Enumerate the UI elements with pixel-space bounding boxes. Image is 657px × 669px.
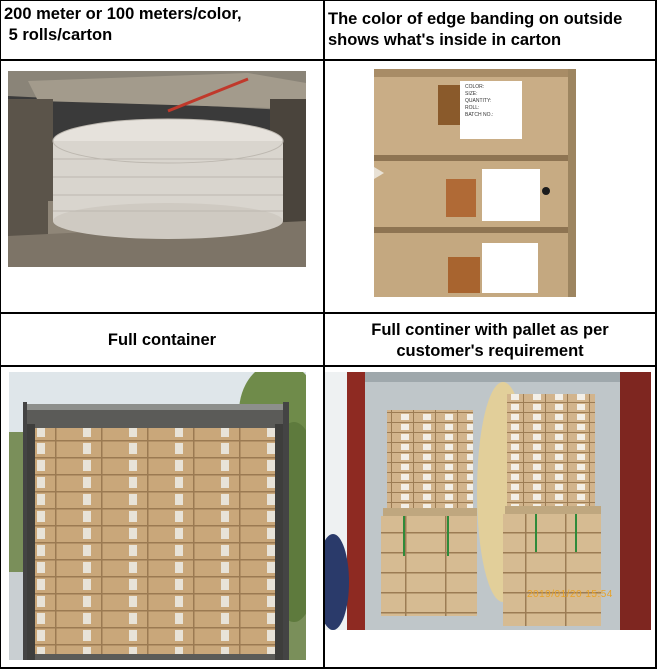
table-divider-vertical [323,0,325,669]
full-container-illustration [9,372,306,660]
caption-line: 200 meter or 100 meters/color, [4,5,242,23]
photo-full-container [9,372,306,660]
table-border-bottom [0,667,657,669]
pallet-container-illustration [325,372,651,630]
labeled-cartons-illustration [374,69,576,297]
label-line: SIZE: [465,91,478,97]
photo-labeled-cartons: COLOR: SIZE: QUANTITY: ROLL: BATCH NO.: [374,69,576,297]
caption-line: The color of edge banding on outside [328,10,623,28]
caption-rolls-per-carton: 200 meter or 100 meters/color, 5 rolls/c… [4,4,320,46]
table-border-top [0,0,657,1]
label-line: ROLL: [465,105,480,111]
table-border-left [0,0,1,669]
label-line: BATCH NO.: [465,112,494,118]
photo-timestamp: 2019/01/20 15:54 [527,589,613,600]
photo-pallet-container: 2019/01/20 15:54 [325,372,651,630]
caption-edge-color: The color of edge banding on outside sho… [328,9,654,51]
caption-full-container: Full container [1,330,323,351]
caption-line: shows what's inside in carton [328,31,562,49]
table-divider-row1 [0,59,657,61]
table-border-right [655,0,657,669]
caption-pallet-container: Full continer with pallet as per custome… [325,320,655,362]
table-divider-row2 [0,312,657,314]
caption-line: 5 rolls/carton [4,26,113,44]
label-line: QUANTITY: [465,98,492,104]
caption-line: customer's requirement [396,342,584,360]
carton-rolls-illustration [8,71,306,267]
table-divider-row3 [0,365,657,367]
caption-line: Full continer with pallet as per [371,321,609,339]
label-line: COLOR: [465,84,485,90]
photo-carton-rolls [8,71,306,267]
carton-label-text: COLOR: SIZE: QUANTITY: ROLL: BATCH NO.: [465,84,521,119]
caption-line: Full container [107,331,217,349]
